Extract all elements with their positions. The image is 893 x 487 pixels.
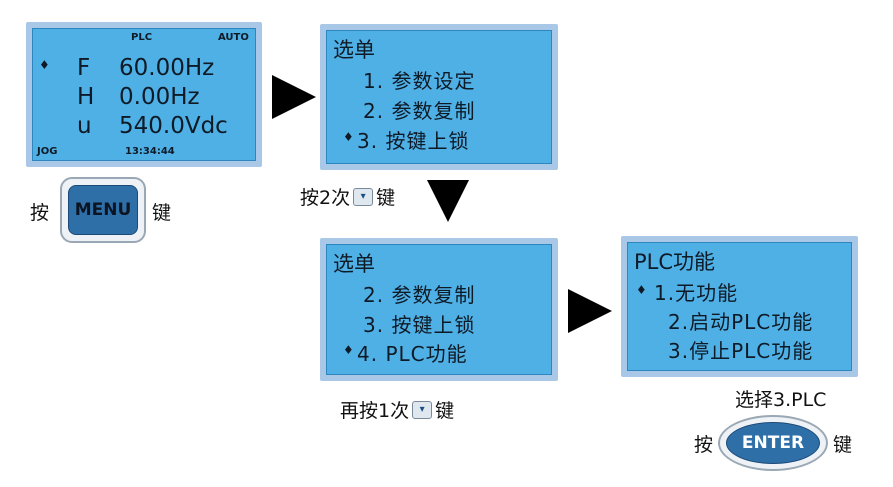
clock: 13:34:44 [125,146,175,157]
menu-title: 选单 [333,38,375,62]
enter-key-face: ENTER [726,422,820,464]
row-f-label: F [77,55,91,81]
down-key-icon[interactable]: ▾ [412,400,433,419]
plc-item-2: 2.启动PLC功能 [668,310,814,334]
press-label: 按 [694,434,714,456]
cursor-icon: ♦ [343,130,354,144]
plc-item-3: 3.停止PLC功能 [668,339,814,363]
down-key-icon[interactable]: ▾ [353,187,374,206]
jog-indicator: JOG [37,146,58,157]
cursor-icon: ♦ [39,58,50,72]
key-label: 键 [833,434,853,456]
press-twice-caption: 按2次▾键 [300,183,395,210]
row-f-value: 60.00Hz [119,55,215,81]
enter-key[interactable]: ENTER [718,415,828,471]
menu-item-2: 2. 参数复制 [363,283,476,307]
press-once-more-label: 再按1次 [340,400,410,422]
row-h-label: H [77,84,95,110]
cursor-icon: ♦ [343,343,354,357]
menu-scrolled-frame: 选单 2. 参数复制 3. 按键上锁 ♦ 4. PLC功能 [320,238,558,381]
menu-item-4: 4. PLC功能 [357,342,468,366]
key-label: 键 [376,187,396,209]
menu-item-3: 3. 按键上锁 [357,129,470,153]
row-h-value: 0.00Hz [119,84,200,110]
press-once-more-caption: 再按1次▾键 [340,396,454,423]
row-u-value: 540.0Vdc [119,113,228,139]
menu-item-2: 2. 参数复制 [363,99,476,123]
arrow-right-icon [568,289,612,333]
menu-scrolled-screen: 选单 2. 参数复制 3. 按键上锁 ♦ 4. PLC功能 [326,244,552,375]
select-plc-label: 选择3.PLC [735,389,827,411]
press-label: 按 [30,202,50,224]
plc-function-frame: PLC功能 ♦ 1.无功能 2.启动PLC功能 3.停止PLC功能 [621,236,858,377]
auto-indicator: AUTO [218,32,249,43]
menu-item-1: 1. 参数设定 [363,69,476,93]
plc-title: PLC功能 [634,250,716,274]
menu-screen-frame: 选单 1. 参数设定 2. 参数复制 ♦ 3. 按键上锁 [320,24,558,170]
status-display: PLC AUTO ♦ F 60.00Hz H 0.00Hz u 540.0Vdc… [32,28,256,161]
row-u-label: u [77,113,92,139]
cursor-icon: ♦ [636,283,647,297]
arrow-right-icon [272,75,316,119]
plc-item-1: 1.无功能 [654,281,739,305]
menu-title: 选单 [333,252,375,276]
plc-indicator: PLC [131,32,153,43]
plc-function-screen: PLC功能 ♦ 1.无功能 2.启动PLC功能 3.停止PLC功能 [627,242,852,371]
menu-screen: 选单 1. 参数设定 2. 参数复制 ♦ 3. 按键上锁 [326,30,552,164]
status-display-frame: PLC AUTO ♦ F 60.00Hz H 0.00Hz u 540.0Vdc… [26,22,262,167]
arrow-down-icon [427,180,469,222]
key-label: 键 [152,202,172,224]
press-twice-label: 按2次 [300,187,351,209]
key-label: 键 [435,400,455,422]
menu-key-face: MENU [68,185,138,235]
menu-key[interactable]: MENU [60,177,146,243]
menu-item-3: 3. 按键上锁 [363,313,476,337]
